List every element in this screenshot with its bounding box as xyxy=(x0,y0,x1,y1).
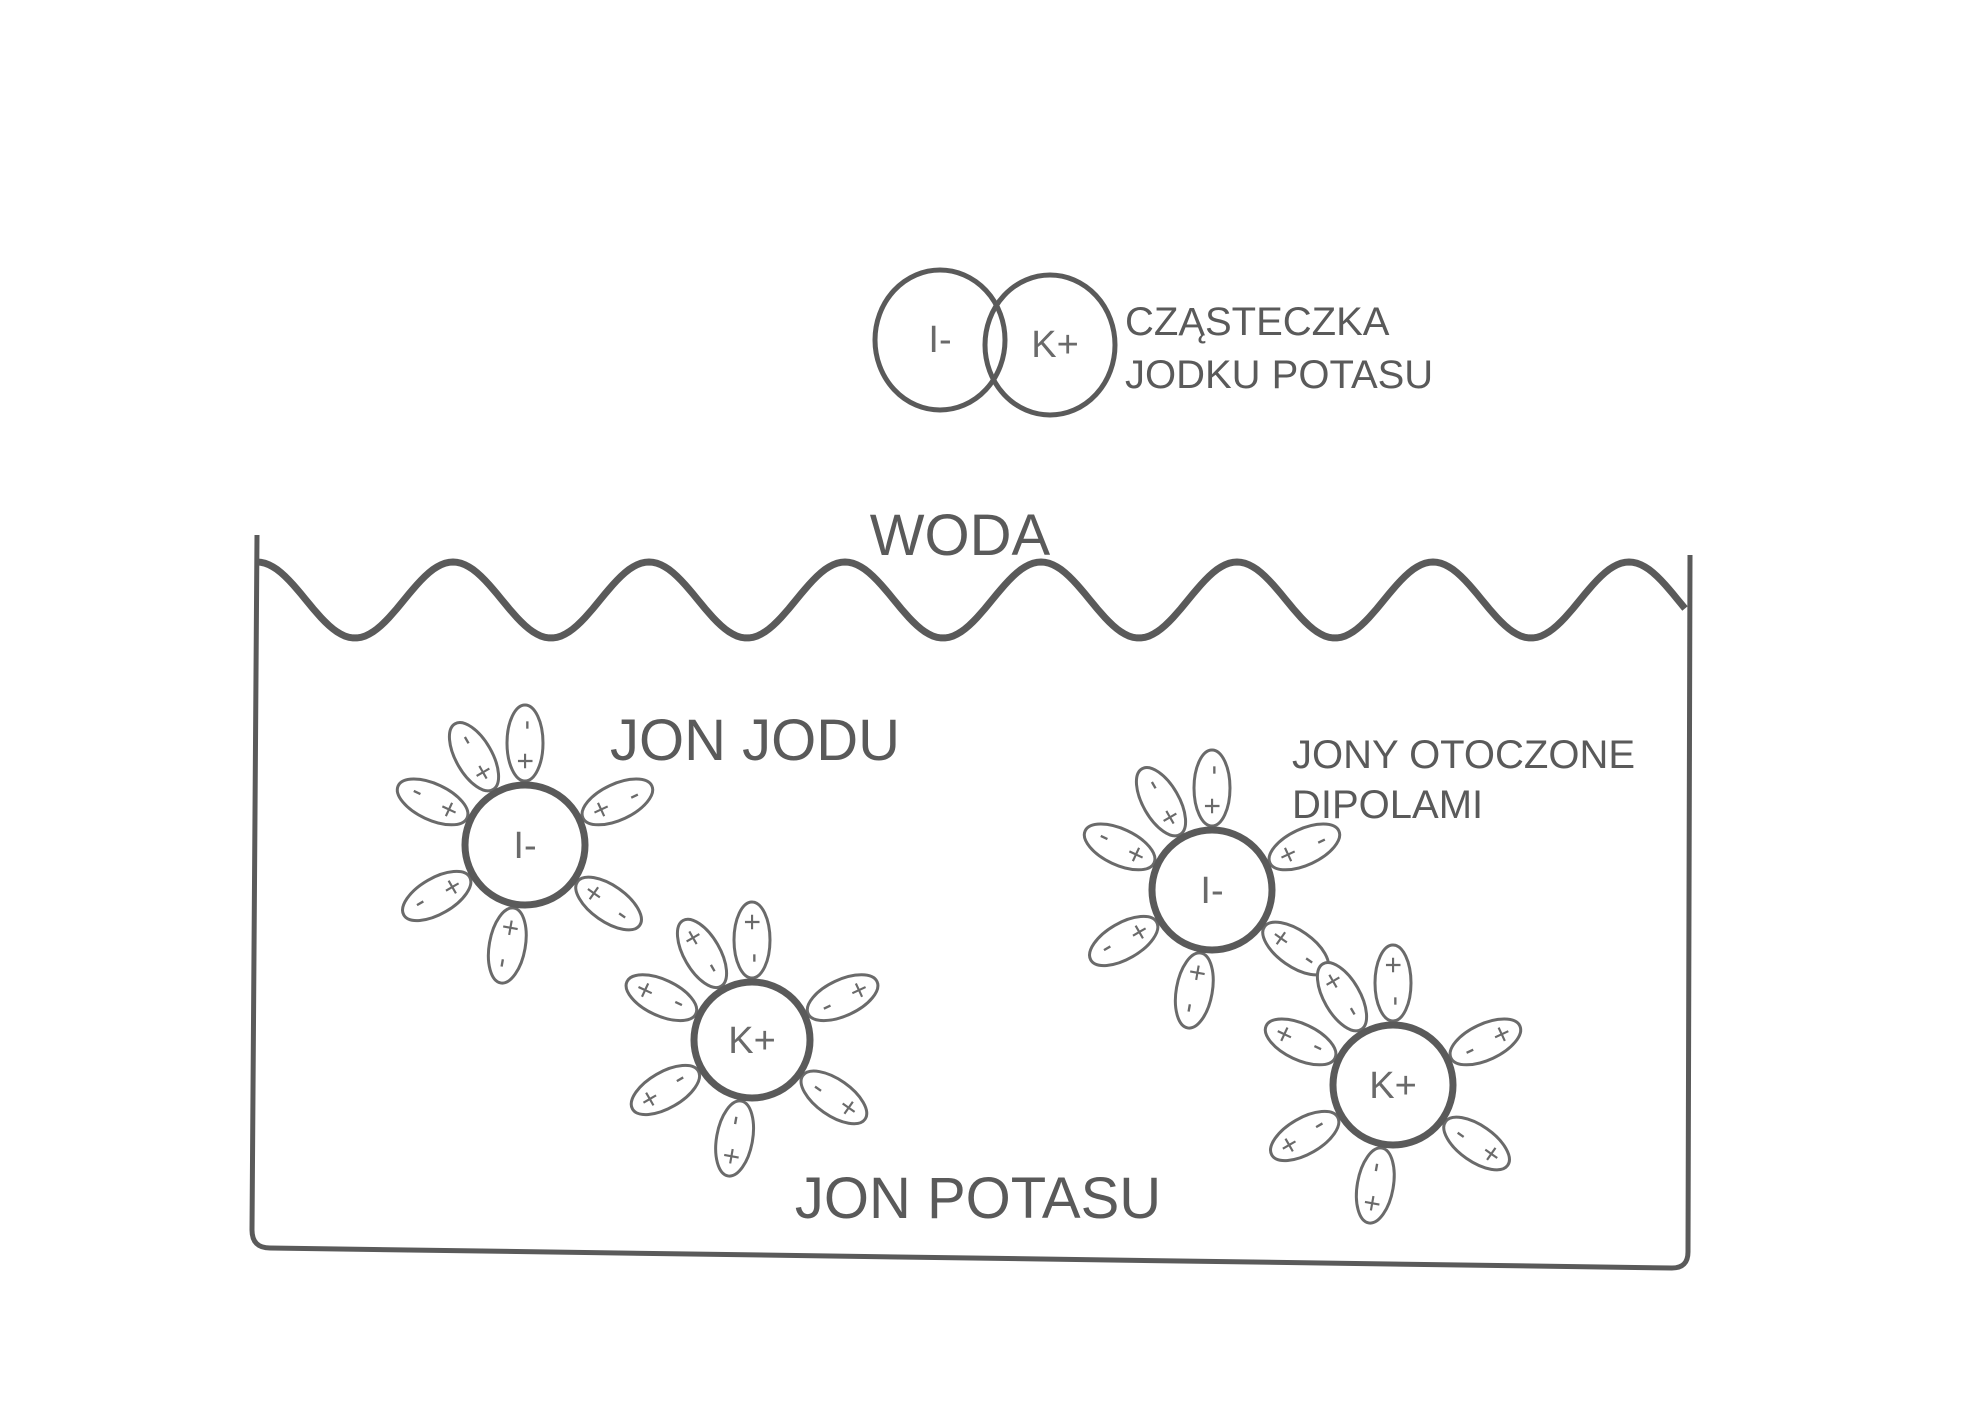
dipole-shape xyxy=(1267,822,1342,872)
dipole-shape xyxy=(447,721,501,793)
water-dipole: +- xyxy=(580,777,655,829)
dipole-shape xyxy=(1192,748,1232,828)
water-dipole: -+ xyxy=(1263,1015,1338,1067)
iodide-ion-symbol: I- xyxy=(1200,870,1223,912)
water-dipole: +- xyxy=(1088,913,1160,968)
iodide-ion-circle xyxy=(461,781,589,909)
ion-cluster-1: +-+-+-+-+-+-+-I- xyxy=(395,703,655,985)
iodide-ion-label: JON JODU xyxy=(610,708,900,773)
water-dipole: +- xyxy=(1261,920,1330,977)
water-dipole: -+ xyxy=(1354,1146,1396,1225)
dipole-shape xyxy=(732,900,772,980)
water-dipole: +- xyxy=(486,906,528,985)
dipole-shape xyxy=(401,869,473,923)
water-dipole: -+ xyxy=(713,1099,756,1178)
surrounded-ions-label-line2: DIPOLAMI xyxy=(1292,783,1483,827)
molecule-potassium-atom xyxy=(982,272,1118,418)
water-label: WODA xyxy=(870,503,1051,568)
water-dipole: -+ xyxy=(1373,943,1413,1023)
water-dipole: +- xyxy=(1134,766,1189,838)
water-dipole: -+ xyxy=(1448,1016,1523,1067)
dipole-shape xyxy=(805,973,880,1023)
surrounded-ions-label-line1: JONY OTOCZONE xyxy=(1292,733,1635,777)
dipole-shape xyxy=(1442,1115,1511,1172)
dipole-shape xyxy=(1082,822,1157,872)
dipole-near-sign: - xyxy=(736,953,769,963)
water-dipole: -+ xyxy=(1315,961,1369,1033)
water-dipole: +- xyxy=(1267,822,1342,874)
water-dipole: -+ xyxy=(799,1069,869,1127)
dipole-near-sign: + xyxy=(509,752,542,770)
water-dipole: -+ xyxy=(624,971,699,1023)
dipole-far-sign: + xyxy=(713,1145,749,1168)
ion-clusters: +-+-+-+-+-+-+-I--+-+-+-+-+-+-+K++-+-+-+-… xyxy=(395,703,1523,1225)
ion-cluster-2: -+-+-+-+-+-+-+K+ xyxy=(624,900,880,1178)
dipole-far-sign: + xyxy=(1354,1192,1390,1215)
dipole-near-sign: - xyxy=(1377,996,1410,1006)
dipole-near-sign: + xyxy=(1179,961,1215,984)
dipole-shape xyxy=(1448,1017,1523,1067)
dipole-shape xyxy=(675,917,729,990)
water-dipole: +- xyxy=(447,721,502,793)
potassium-iodide-molecule: I- K+ CZĄSTECZKA JODKU POTASU xyxy=(872,267,1433,418)
dipole-shape xyxy=(574,875,643,932)
molecule-caption-line1: CZĄSTECZKA xyxy=(1125,300,1390,344)
water-dipole: +- xyxy=(1173,951,1215,1030)
dipole-near-sign: + xyxy=(492,916,528,939)
dipole-near-sign: + xyxy=(1196,797,1229,815)
molecule-anion-label: I- xyxy=(928,319,951,361)
water-dipole: +- xyxy=(401,868,473,923)
dipole-far-sign: - xyxy=(1196,765,1229,775)
water-dipole: +- xyxy=(1192,748,1232,828)
dipole-far-sign: + xyxy=(1377,956,1410,974)
water-dipole: +- xyxy=(1082,822,1157,873)
potassium-ion-symbol: K+ xyxy=(728,1020,776,1062)
water-dipole: -+ xyxy=(1269,1109,1341,1163)
dipole-shape xyxy=(486,906,528,985)
dipole-shape xyxy=(1269,1109,1341,1163)
iodide-ion-symbol: I- xyxy=(513,825,536,867)
potassium-ion-circle xyxy=(690,978,814,1102)
water-dipole: +- xyxy=(505,703,545,783)
dipole-shape xyxy=(1173,951,1215,1030)
dipole-shape xyxy=(624,973,699,1023)
ion-cluster-4: -+-+-+-+-+-+-+K+ xyxy=(1263,943,1523,1225)
molecule-iodine-atom xyxy=(872,267,1008,413)
dipole-far-sign: - xyxy=(509,720,542,730)
dipole-shape xyxy=(629,1063,702,1117)
water-dipole: +- xyxy=(574,875,643,932)
potassium-ion-label: JON POTASU xyxy=(795,1166,1161,1231)
dipole-shape xyxy=(1134,766,1188,838)
molecule-caption-line2: JODKU POTASU xyxy=(1125,353,1433,397)
potassium-ion-symbol: K+ xyxy=(1369,1065,1417,1107)
water-dipole: -+ xyxy=(732,900,772,980)
dipole-shape xyxy=(505,703,545,783)
dipole-shape xyxy=(1263,1017,1338,1067)
dipole-shape xyxy=(395,777,470,827)
dipole-shape xyxy=(1315,961,1369,1033)
ion-cluster-3: +-+-+-+-+-+-+-I- xyxy=(1082,748,1342,1030)
water-dipole: -+ xyxy=(1442,1115,1511,1173)
container-outline xyxy=(249,534,1693,1271)
dipole-shape xyxy=(1373,943,1413,1023)
iodide-ion-circle xyxy=(1148,826,1276,954)
dipole-shape xyxy=(714,1099,756,1178)
water-dipole: -+ xyxy=(805,972,880,1023)
water-dipole: +- xyxy=(395,777,470,828)
water-dipole: -+ xyxy=(675,917,729,990)
water-dipole: -+ xyxy=(629,1063,702,1117)
potassium-ion-circle xyxy=(1329,1021,1457,1149)
dipole-far-sign: + xyxy=(736,913,769,931)
dipole-shape xyxy=(1088,914,1160,968)
dipole-shape xyxy=(580,777,655,827)
water-surface-wave xyxy=(256,558,1688,642)
molecule-cation-label: K+ xyxy=(1031,324,1079,366)
dipole-shape xyxy=(799,1069,869,1126)
dipole-shape xyxy=(1354,1146,1396,1225)
